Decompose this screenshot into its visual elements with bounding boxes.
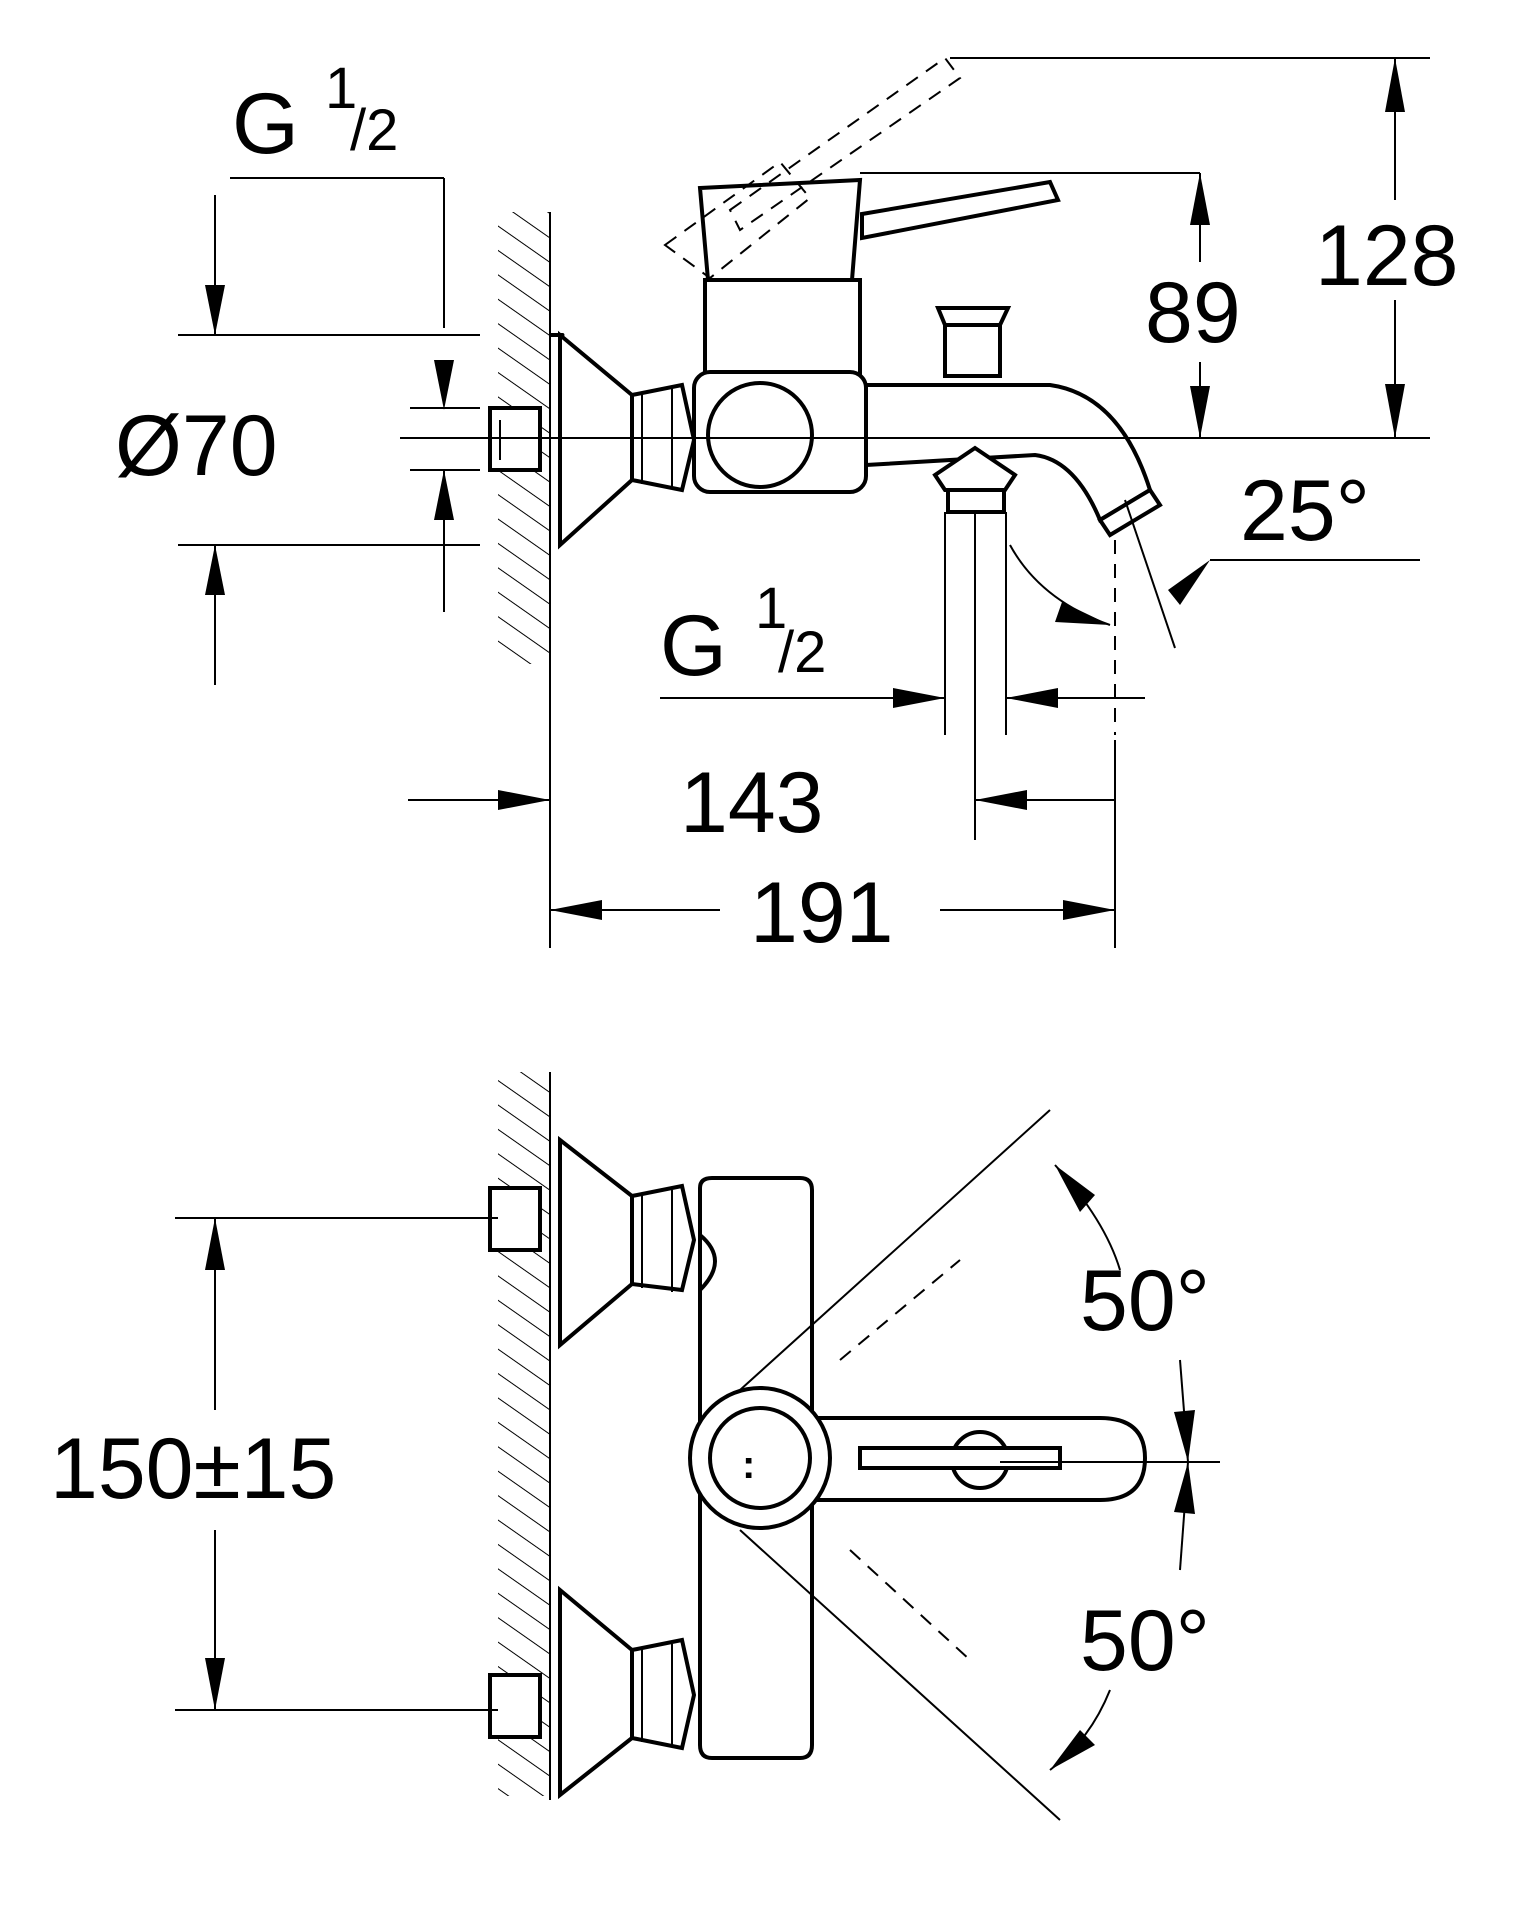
thread-label-bottom: G 1 /2	[660, 576, 1145, 708]
height-89-dimension: 89	[860, 172, 1260, 438]
connector-upper	[488, 1135, 697, 1350]
side-view: G 1 /2 Ø70	[115, 56, 1480, 961]
svg-text:89: 89	[1145, 265, 1241, 361]
angle-50-lower: 50°	[1049, 1461, 1210, 1771]
svg-text:128: 128	[1315, 208, 1459, 304]
svg-text:50°: 50°	[1080, 1253, 1210, 1349]
svg-text:143: 143	[680, 755, 824, 851]
svg-text:Ø70: Ø70	[115, 398, 278, 494]
projection-143-dimension: 143	[408, 755, 1115, 851]
angle-50-upper: 50°	[1000, 1164, 1220, 1463]
svg-text:G: G	[660, 598, 727, 694]
centres-dimension: 150±15	[50, 1217, 498, 1711]
diverter-knob	[935, 306, 1012, 378]
svg-text:1: 1	[755, 576, 787, 641]
mixer-body-side	[692, 278, 1163, 538]
svg-text:191: 191	[750, 865, 894, 961]
projection-191-dimension: 191	[550, 740, 1116, 961]
height-128-dimension: 128	[950, 57, 1480, 438]
thread-label-top: G 1 /2	[230, 56, 454, 612]
wall-side	[498, 212, 551, 948]
svg-text:/2: /2	[778, 620, 826, 685]
svg-text:150±15: 150±15	[50, 1421, 336, 1517]
diameter-dimension: Ø70	[115, 195, 480, 685]
top-view: : 50° 50°	[50, 1072, 1220, 1821]
svg-text:50°: 50°	[1080, 1593, 1210, 1689]
shower-outlet	[932, 445, 1018, 840]
svg-text:/2: /2	[350, 98, 398, 163]
lever-swing-lines	[739, 1109, 1061, 1821]
lever-side	[663, 56, 1061, 282]
lever-top: :	[688, 1386, 1148, 1530]
lever-mark: :	[742, 1443, 755, 1487]
svg-text:1: 1	[325, 56, 357, 121]
svg-text:25°: 25°	[1240, 463, 1370, 559]
angle-25-dimension: 25°	[1009, 463, 1420, 735]
svg-text:G: G	[232, 76, 299, 172]
connector-lower	[488, 1585, 697, 1800]
